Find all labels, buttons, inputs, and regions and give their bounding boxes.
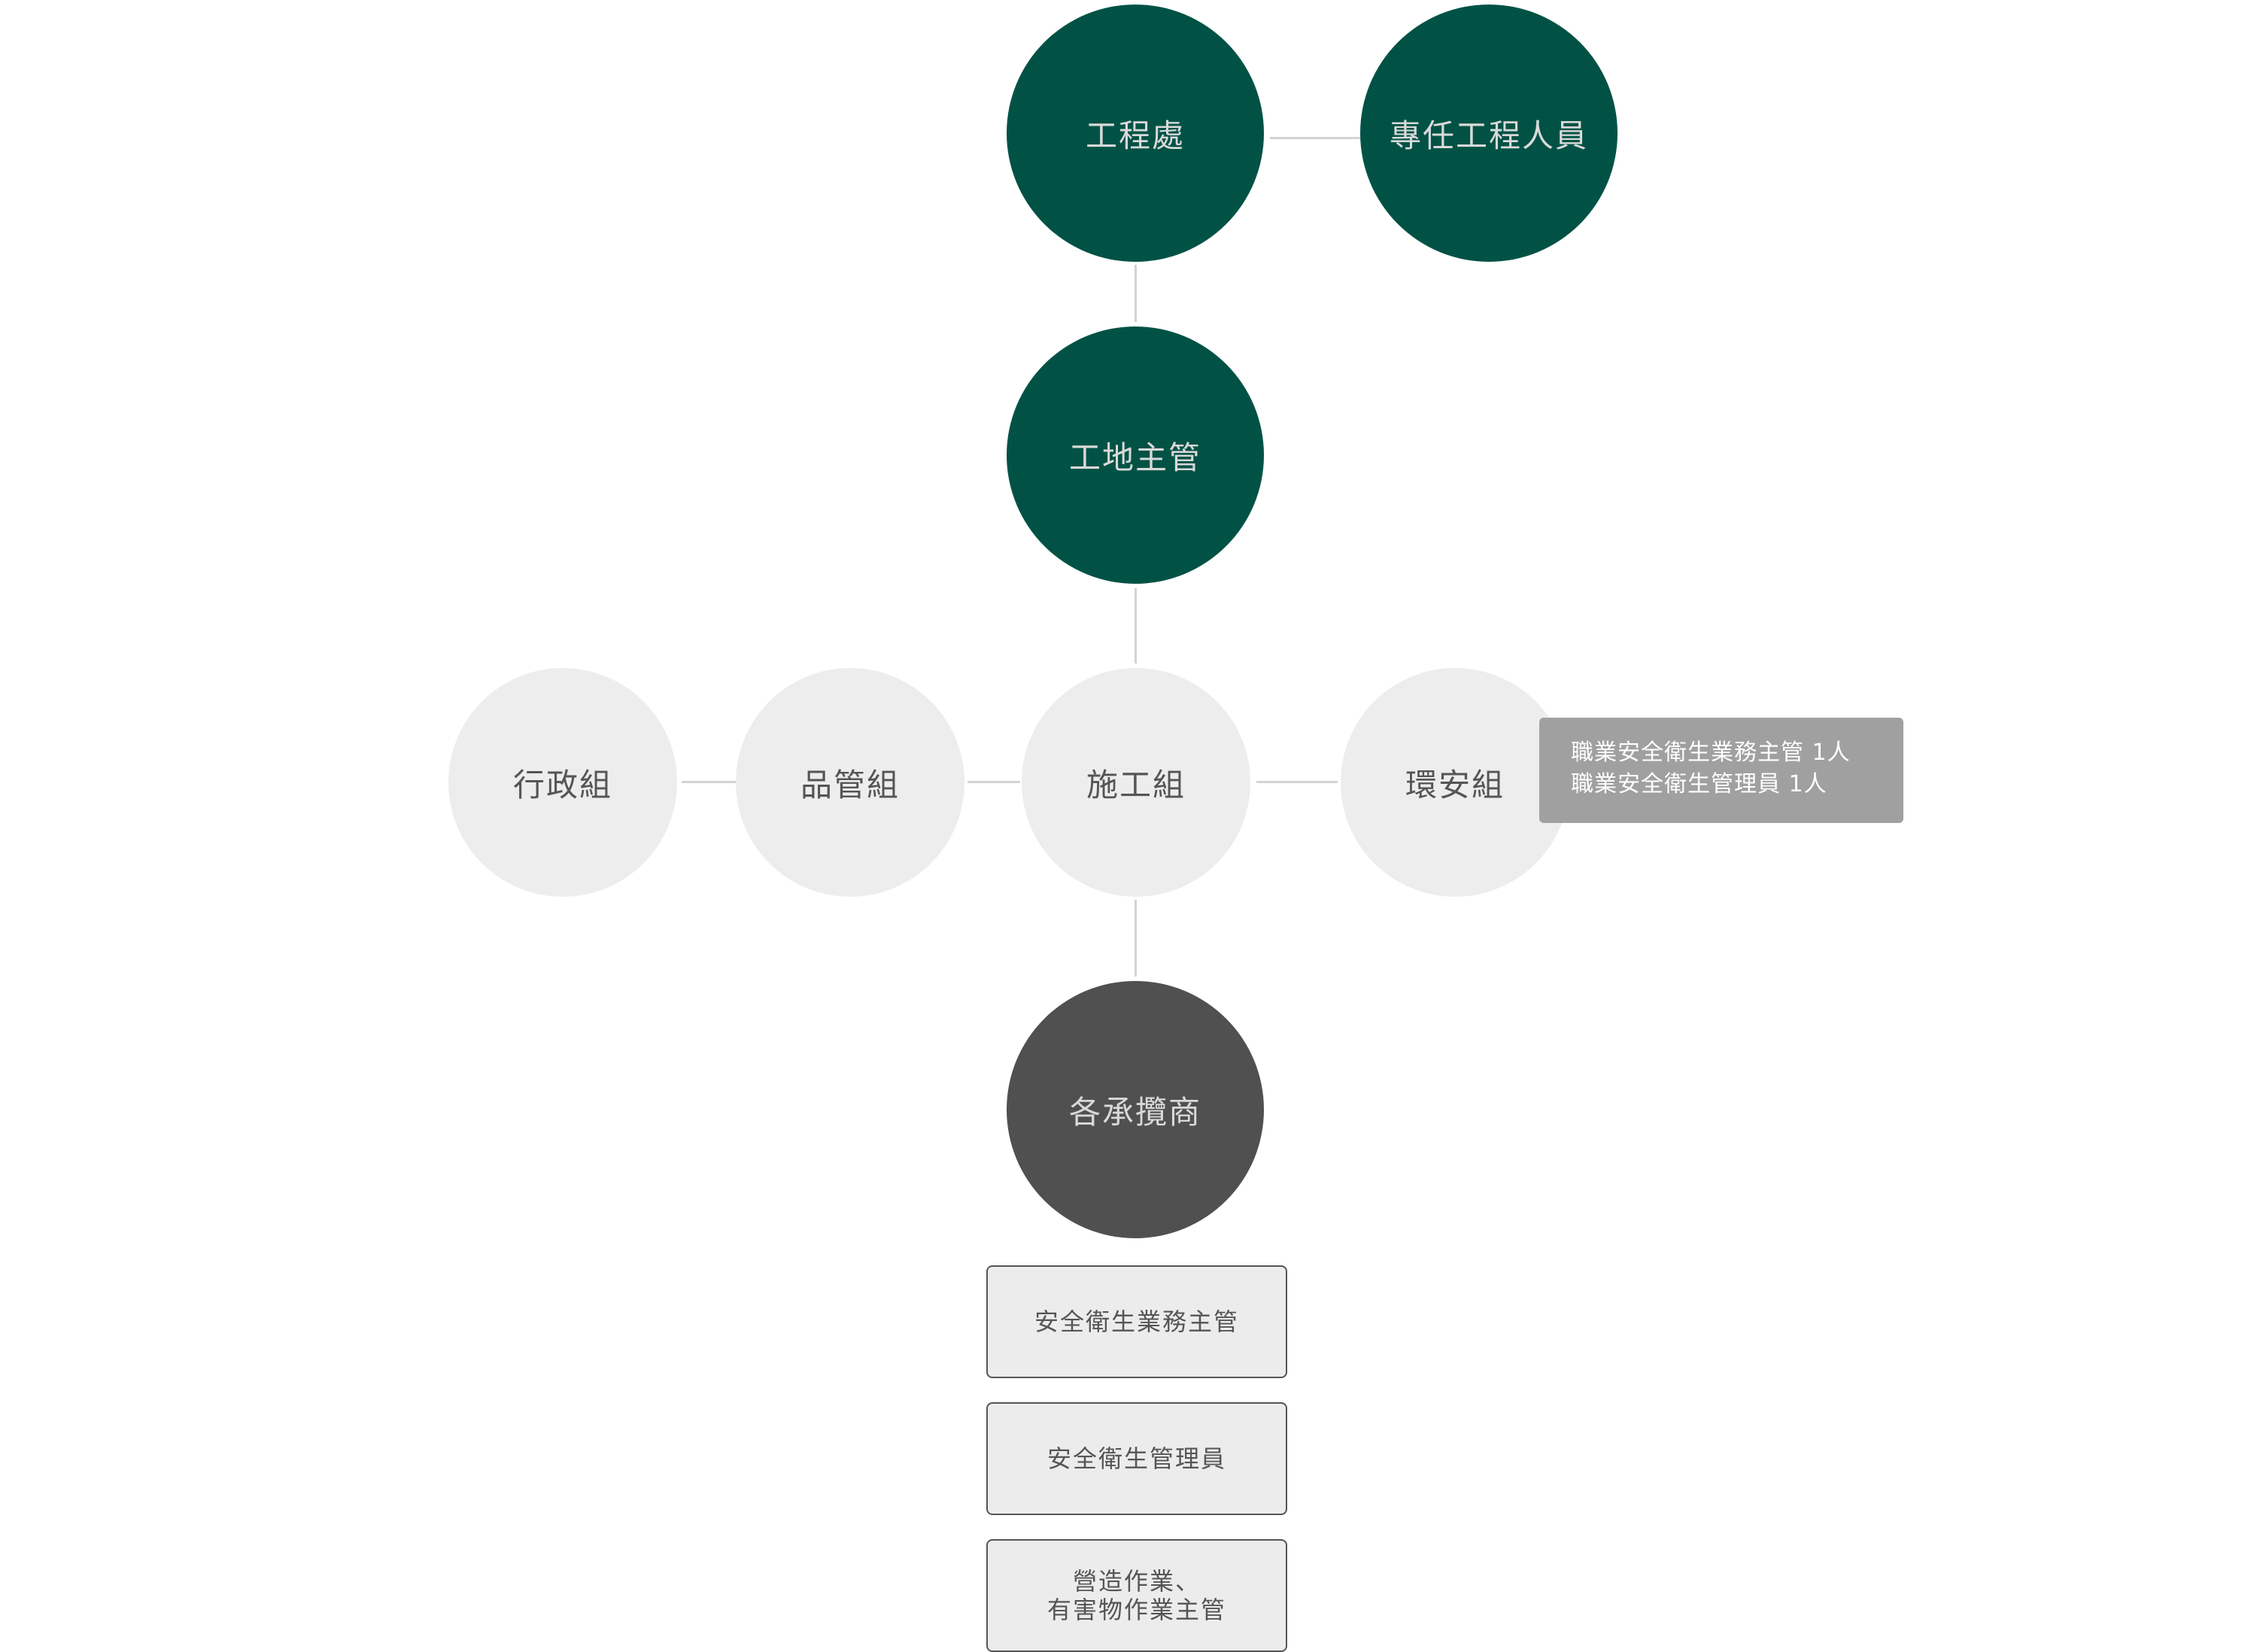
contractor-role-label: 安全衛生業務主管	[1034, 1307, 1239, 1336]
contractors-node: 各承攬商	[1007, 981, 1264, 1238]
quality-group-node: 品管組	[736, 668, 964, 897]
dedicated-engineers-node: 專任工程人員	[1360, 5, 1618, 262]
connector-quality-to-construction	[968, 781, 1020, 783]
engineering-office-label: 工程處	[1085, 117, 1185, 154]
site-supervisor-label: 工地主管	[1068, 439, 1201, 476]
admin-group-label: 行政組	[512, 766, 612, 803]
contractor-role-label: 安全衛生管理員	[1046, 1444, 1226, 1473]
connector-office-to-supervisor	[1135, 265, 1137, 322]
dedicated-engineers-label: 專任工程人員	[1389, 117, 1588, 154]
connector-admin-to-quality	[682, 781, 736, 783]
connector-construction-to-contractors	[1135, 900, 1137, 976]
connector-supervisor-to-construction	[1135, 588, 1137, 664]
env-safety-tooltip-line2: 職業安全衛生管理員 1人	[1571, 771, 1827, 797]
contractor-role-box: 營造作業、 有害物作業主管	[986, 1539, 1287, 1652]
env-safety-group-node: 環安組	[1341, 668, 1569, 897]
contractor-role-label: 營造作業、 有害物作業主管	[1046, 1567, 1226, 1624]
contractors-label: 各承攬商	[1068, 1093, 1201, 1131]
site-supervisor-node: 工地主管	[1007, 326, 1264, 584]
connector-office-to-engineers	[1270, 137, 1360, 139]
quality-group-label: 品管組	[800, 766, 900, 803]
admin-group-node: 行政組	[448, 668, 677, 897]
env-safety-tooltip: 職業安全衛生業務主管 1人 職業安全衛生管理員 1人	[1539, 718, 1903, 823]
contractor-role-box: 安全衛生業務主管	[986, 1265, 1287, 1378]
env-safety-tooltip-line1: 職業安全衛生業務主管 1人	[1571, 739, 1851, 766]
construction-group-node: 施工組	[1022, 668, 1250, 897]
engineering-office-node: 工程處	[1007, 5, 1264, 262]
env-safety-group-label: 環安組	[1405, 766, 1505, 803]
construction-group-label: 施工組	[1086, 766, 1186, 803]
contractor-role-box: 安全衛生管理員	[986, 1402, 1287, 1515]
connector-construction-to-envsafety	[1256, 781, 1338, 783]
